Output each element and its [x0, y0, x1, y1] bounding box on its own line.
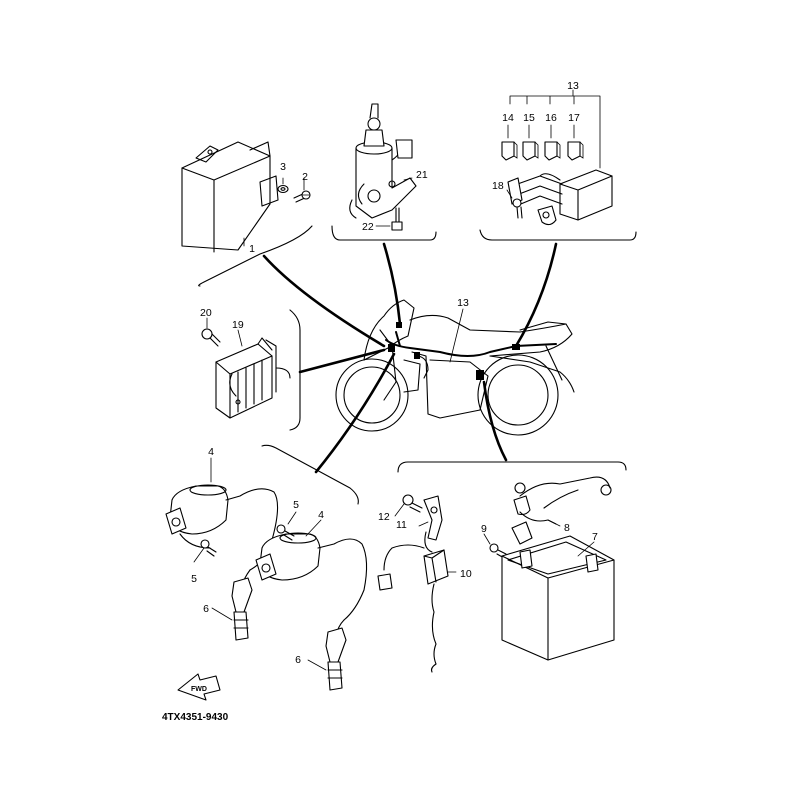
- wire-harness: 13: [385, 297, 557, 380]
- leader-lines: [262, 242, 558, 474]
- connector-marker: [396, 322, 402, 328]
- spark-plug-cap-left: [231, 569, 253, 641]
- callout-16: 16: [545, 112, 557, 124]
- callout-15: 15: [523, 112, 535, 124]
- spark-plug-cap-right: [325, 619, 347, 691]
- callout-4-left: 4: [208, 446, 214, 458]
- motorcycle-outline: [335, 299, 575, 436]
- fuse-16: [544, 141, 561, 161]
- fuse-15: [522, 141, 539, 161]
- callout-1: 1: [249, 243, 255, 255]
- group-bracket-line: [198, 225, 313, 287]
- part-number: 4TX4351-9430: [162, 712, 229, 723]
- callout-21: 21: [416, 169, 428, 181]
- fuse-box-screw: [512, 198, 523, 219]
- callout-2: 2: [302, 171, 308, 183]
- group-bracket-line: [261, 444, 359, 505]
- callout-7: 7: [592, 531, 598, 543]
- callout-9: 9: [481, 523, 487, 535]
- fuse-17: [567, 141, 584, 161]
- group-bracket-line: [479, 229, 637, 241]
- group-bracket-line: [331, 225, 437, 241]
- rectifier-group: 20 19: [200, 307, 301, 431]
- callout-20: 20: [200, 307, 212, 319]
- group-bracket-line: [289, 309, 301, 431]
- front-wheel: [335, 358, 409, 432]
- callout-4-right: 4: [318, 509, 324, 521]
- callout-19: 19: [232, 319, 244, 331]
- connector-marker: [414, 352, 420, 359]
- main-switch-bolt: [391, 207, 403, 231]
- starter-relay: [377, 544, 449, 673]
- callout-6-left: 6: [203, 603, 209, 615]
- battery-leads: [511, 476, 612, 545]
- callout-5-right: 5: [293, 499, 299, 511]
- rectifier-bolt: [201, 328, 221, 347]
- callout-11: 11: [396, 519, 407, 531]
- connector-marker: [388, 344, 395, 352]
- battery: [501, 535, 615, 661]
- callout-12: 12: [378, 511, 390, 523]
- coil-screw-right: [276, 524, 295, 541]
- main-switch-group: 21 22: [331, 103, 437, 241]
- callout-18: 18: [492, 180, 504, 192]
- rear-wheel: [477, 354, 559, 436]
- callout-22: 22: [362, 221, 374, 233]
- cdi-washer: [277, 184, 289, 194]
- callout-14: 14: [502, 112, 514, 124]
- fuse-box-group: 13 14 15 16 17 18: [479, 80, 637, 241]
- cdi-screw: [293, 190, 311, 203]
- cdi-unit-group: 3 2 1: [181, 141, 313, 287]
- ignition-coil-right: [255, 532, 368, 621]
- coil-screw-left: [200, 539, 217, 557]
- callout-17: 17: [568, 112, 580, 124]
- fwd-arrow-icon: FWD: [177, 673, 221, 701]
- ignition-coil-left: [165, 484, 279, 571]
- callout-5-left: 5: [191, 573, 197, 585]
- connector-marker: [476, 370, 484, 380]
- callout-13-harness: 13: [457, 297, 469, 309]
- rectifier-regulator: [215, 337, 291, 419]
- callout-8: 8: [564, 522, 570, 534]
- battery-screw: [489, 543, 507, 559]
- fuse-box: [507, 169, 613, 226]
- main-switch: [349, 103, 417, 219]
- cdi-unit: [181, 141, 279, 253]
- group-bracket-line: [397, 461, 627, 473]
- fuse-14: [501, 141, 518, 161]
- callout-10: 10: [460, 568, 472, 580]
- relay-bracket: [423, 495, 443, 553]
- callout-3: 3: [280, 161, 286, 173]
- svg-text:FWD: FWD: [191, 686, 207, 693]
- relay-screw: [402, 494, 423, 513]
- callout-13-fusebox: 13: [567, 80, 579, 92]
- callout-6-right: 6: [295, 654, 301, 666]
